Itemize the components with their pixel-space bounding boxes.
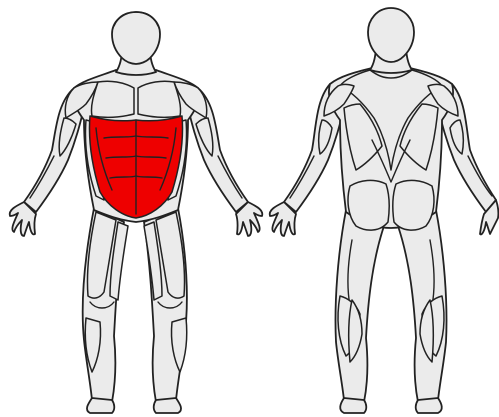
back-left-foot xyxy=(340,398,366,413)
front-left-pectoral xyxy=(91,81,134,117)
front-right-foot xyxy=(154,398,181,413)
back-view xyxy=(270,8,499,413)
front-view xyxy=(10,12,263,413)
back-right-glute xyxy=(393,180,434,230)
back-right-foot xyxy=(416,398,442,413)
front-left-foot xyxy=(87,398,114,413)
front-head xyxy=(112,12,160,64)
back-head xyxy=(368,8,414,62)
front-right-pectoral xyxy=(138,81,181,117)
back-left-glute xyxy=(348,180,389,230)
